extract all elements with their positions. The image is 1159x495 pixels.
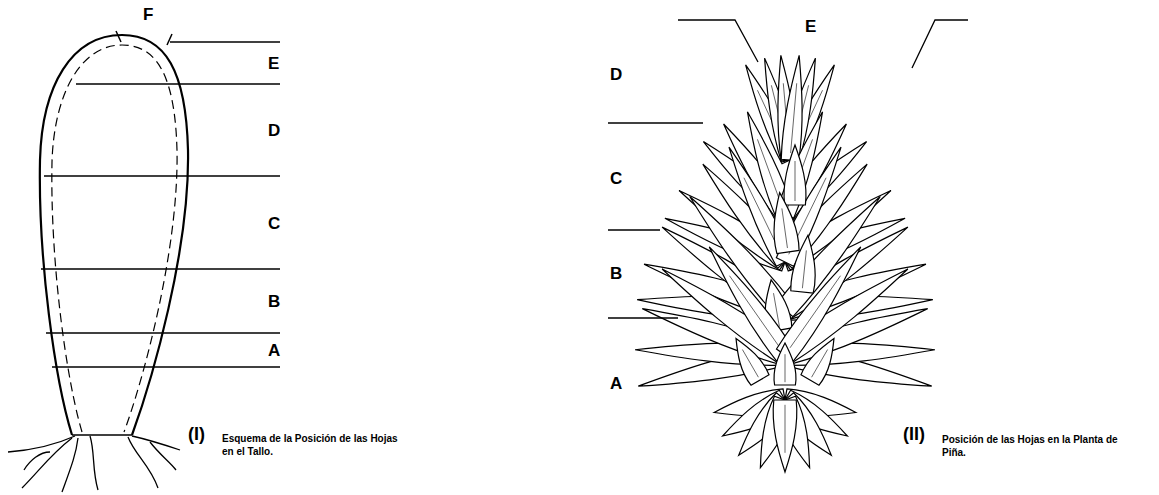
figure-caption: Posición de las Hojas en la Planta de Pi…: [942, 433, 1142, 459]
level-letter: A: [268, 342, 280, 359]
tick-mark: [167, 34, 172, 45]
level-letter: D: [610, 66, 622, 83]
level-line: [170, 41, 280, 42]
level-letter: D: [268, 122, 280, 139]
level-letter: B: [268, 293, 280, 310]
root: [150, 442, 176, 470]
level-line: [41, 268, 280, 269]
level-line: [76, 83, 280, 84]
level-letter: C: [268, 215, 280, 232]
pineapple-plant: [635, 55, 936, 472]
figure-number: (II): [903, 425, 925, 443]
level-line: [44, 175, 280, 176]
leader-line: [678, 20, 758, 62]
level-line: [46, 332, 280, 333]
figure-number: (I): [188, 425, 205, 443]
figure-caption: Esquema de la Posición de las Hojas en e…: [222, 432, 412, 458]
level-line: [52, 366, 280, 367]
level-letter: E: [268, 55, 279, 72]
leader-line: [608, 229, 660, 230]
root: [24, 452, 50, 470]
stem-base: [72, 434, 132, 436]
leader-lines: [608, 20, 968, 318]
root: [132, 436, 180, 450]
level-letter: B: [610, 265, 622, 282]
stem-inner-dashed: [52, 45, 177, 432]
root: [22, 438, 72, 488]
leader-line: [608, 317, 678, 318]
root: [90, 436, 98, 490]
level-letter: E: [805, 18, 816, 35]
root: [128, 437, 158, 488]
level-letter: A: [610, 375, 622, 392]
level-letter: F: [143, 6, 153, 23]
leader-line: [608, 122, 703, 123]
leader-line: [912, 20, 968, 68]
tick-mark: [116, 31, 121, 42]
level-letter: C: [610, 170, 622, 187]
stem-scheme: [8, 31, 280, 492]
stem-outline: [40, 35, 188, 435]
root: [62, 438, 78, 492]
